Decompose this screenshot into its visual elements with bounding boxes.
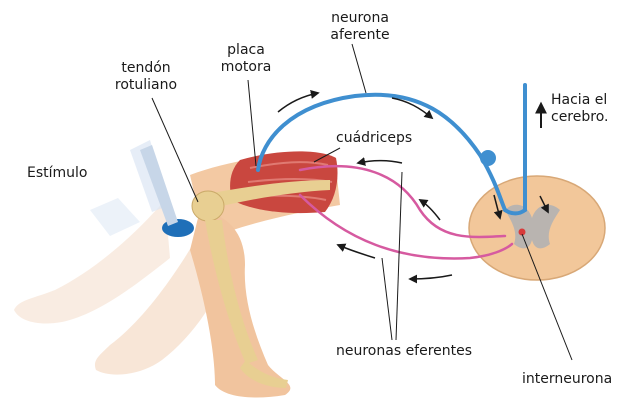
label-line: tendón bbox=[104, 60, 188, 77]
hammer-ghost-2 bbox=[90, 198, 140, 236]
label-cuadriceps: cuádriceps bbox=[336, 130, 412, 147]
label-estimulo: Estímulo bbox=[27, 165, 87, 182]
label-hacia-cerebro: Hacia el cerebro. bbox=[551, 92, 608, 126]
leader-eferente-2 bbox=[396, 172, 402, 340]
label-neurona-aferente: neurona aferente bbox=[320, 10, 400, 44]
flow-arrow-icon bbox=[410, 275, 452, 279]
label-line: aferente bbox=[320, 27, 400, 44]
label-line: cerebro. bbox=[551, 109, 608, 126]
label-tendon-rotuliano: tendón rotuliano bbox=[104, 60, 188, 94]
flow-arrow-icon bbox=[358, 161, 402, 163]
flow-arrow-icon bbox=[338, 245, 375, 258]
spinal-cord-section bbox=[469, 176, 605, 280]
label-line: Hacia el bbox=[551, 92, 608, 109]
leader-placa-motora bbox=[248, 80, 256, 166]
shin-skin bbox=[190, 210, 290, 398]
label-line: placa bbox=[216, 42, 276, 59]
label-line: motora bbox=[216, 59, 276, 76]
reflex-hammer bbox=[90, 140, 194, 237]
ghost-leg-back bbox=[14, 200, 170, 324]
label-interneurona: interneurona bbox=[522, 371, 612, 388]
flow-arrow-icon bbox=[420, 200, 440, 220]
leader-eferente-1 bbox=[382, 258, 392, 340]
leader-neurona-aferente bbox=[352, 44, 366, 93]
label-line: rotuliano bbox=[104, 77, 188, 94]
dorsal-root-ganglion bbox=[482, 152, 494, 164]
label-placa-motora: placa motora bbox=[216, 42, 276, 76]
leg bbox=[190, 151, 340, 397]
label-neuronas-eferentes: neuronas eferentes bbox=[336, 343, 472, 360]
label-line: neurona bbox=[320, 10, 400, 27]
knee-bone bbox=[192, 191, 224, 221]
